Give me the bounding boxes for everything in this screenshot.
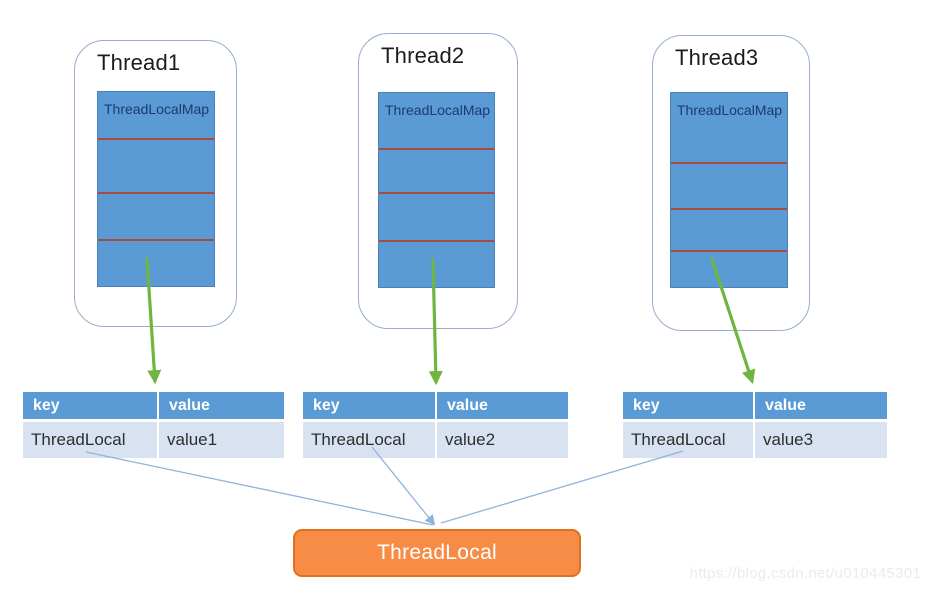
thread1-title: Thread1 <box>97 50 181 75</box>
thread3-threadlocalmap-label: ThreadLocalMap <box>677 102 783 118</box>
map-slot-divider <box>379 192 494 194</box>
table-header-key: key <box>623 392 753 419</box>
table-cell-value: value1 <box>159 422 284 458</box>
thread1-card: Thread1 ThreadLocalMap <box>74 40 237 327</box>
table-header-value: value <box>437 392 568 419</box>
thread2-threadlocalmap-label: ThreadLocalMap <box>385 102 491 118</box>
map-slot-divider <box>379 148 494 150</box>
map-slot-divider <box>98 239 214 241</box>
map-slot-divider <box>671 208 787 210</box>
thread3-card: Thread3 ThreadLocalMap <box>652 35 810 331</box>
map-slot-divider <box>671 250 787 252</box>
table-header-value: value <box>159 392 284 419</box>
map-slot-divider <box>671 162 787 164</box>
thread2-threadlocalmap-box: ThreadLocalMap <box>378 92 495 288</box>
table-header-value: value <box>755 392 887 419</box>
thread2-card: Thread2 ThreadLocalMap <box>358 33 518 329</box>
map-slot-divider <box>98 138 214 140</box>
thread3-kv-table: key value ThreadLocal value3 <box>623 392 887 458</box>
watermark: https://blog.csdn.net/u010445301 <box>689 565 921 582</box>
table-cell-key: ThreadLocal <box>23 422 157 458</box>
shared-threadlocal-label: ThreadLocal <box>376 541 498 564</box>
table-cell-key: ThreadLocal <box>623 422 753 458</box>
table-cell-key: ThreadLocal <box>303 422 435 458</box>
table-cell-value: value3 <box>755 422 887 458</box>
map-slot-divider <box>379 240 494 242</box>
table-header-key: key <box>303 392 435 419</box>
thread3-threadlocalmap-box: ThreadLocalMap <box>670 92 788 288</box>
thread1-kv-table: key value ThreadLocal value1 <box>23 392 284 458</box>
ref-line-table1-icon <box>85 451 434 526</box>
thread1-threadlocalmap-box: ThreadLocalMap <box>97 91 215 287</box>
map-slot-divider <box>98 192 214 194</box>
thread3-title: Thread3 <box>675 45 759 70</box>
ref-line-table3-icon <box>440 450 684 524</box>
ref-line-table2-icon <box>371 446 436 526</box>
table-header-key: key <box>23 392 157 419</box>
table-cell-value: value2 <box>437 422 568 458</box>
thread2-kv-table: key value ThreadLocal value2 <box>303 392 568 458</box>
shared-threadlocal-box: ThreadLocal <box>293 529 581 577</box>
thread2-title: Thread2 <box>381 43 465 68</box>
thread1-threadlocalmap-label: ThreadLocalMap <box>104 101 210 117</box>
